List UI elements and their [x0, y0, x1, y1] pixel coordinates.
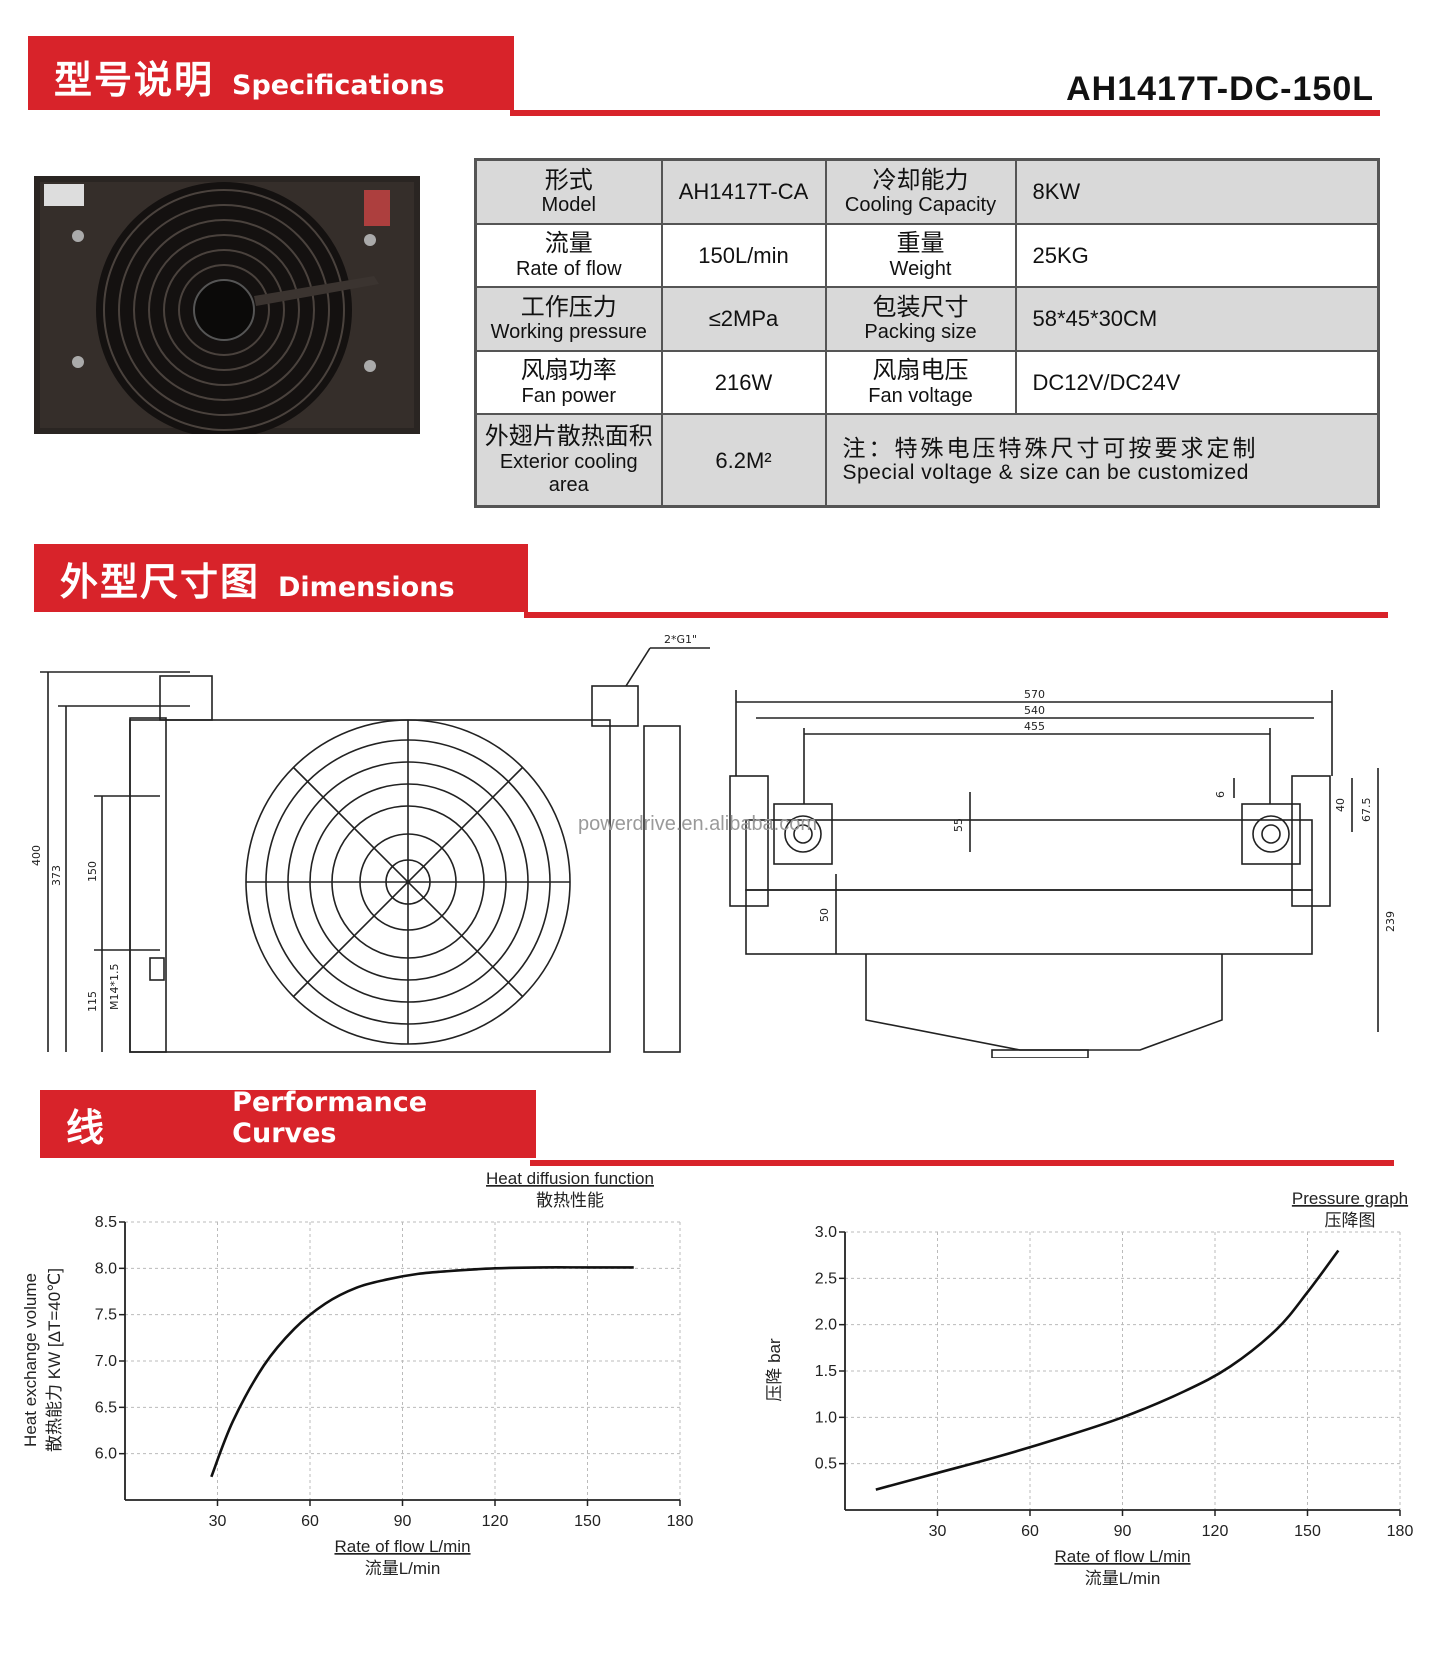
- dimensions-title-en: Dimensions: [278, 572, 455, 603]
- dim-455: 455: [1024, 720, 1045, 733]
- series-line: [210, 1266, 634, 1478]
- x-axis-label: Rate of flow L/min: [1054, 1547, 1190, 1566]
- chart-title: Pressure graph: [1292, 1189, 1408, 1208]
- spec-value: 150L/min: [660, 222, 827, 289]
- performance-section-tab: 性能曲线 Performance Curves: [40, 1051, 536, 1158]
- performance-title-zh: 性能曲线: [66, 1051, 187, 1150]
- spec-value: AH1417T-CA: [660, 158, 827, 225]
- y-tick-label: 7.5: [95, 1307, 117, 1324]
- spec-value: 58*45*30CM: [1014, 286, 1380, 352]
- dim-40: 40: [1334, 798, 1347, 812]
- x-tick-label: 120: [482, 1513, 509, 1530]
- y-tick-label: 8.5: [95, 1214, 117, 1231]
- heat-diffusion-chart: 30 60 90 120 150 180 6.0 6.5 7.0 7.5 8.0 8.5 Heat di…: [21, 1170, 694, 1578]
- spec-value: ≤2MPa: [660, 286, 827, 352]
- pressure-chart: 30 60 90 120 150 180 0.5 1.0 1.5 2.0 2.5 3.0 Pressur…: [765, 1189, 1414, 1588]
- dim-55: 55: [952, 818, 965, 832]
- spec-title-zh: 型号说明: [54, 58, 215, 102]
- performance-title-en: Performance Curves: [232, 1087, 428, 1149]
- dim-570: 570: [1024, 688, 1045, 701]
- dim-239: 239: [1384, 911, 1397, 932]
- x-axis-label: Rate of flow L/min: [334, 1537, 470, 1556]
- dim-50: 50: [818, 908, 831, 922]
- dim-540: 540: [1024, 704, 1045, 717]
- x-axis-label-zh: 流量L/min: [365, 1559, 441, 1578]
- x-tick-label: 60: [301, 1513, 319, 1530]
- dim-150: 150: [86, 861, 99, 882]
- x-tick-label: 180: [1387, 1523, 1414, 1540]
- x-tick-label: 60: [1021, 1523, 1039, 1540]
- y-tick-label: 8.0: [95, 1260, 117, 1277]
- x-tick-label: 150: [1294, 1523, 1321, 1540]
- product-photo: [34, 176, 420, 434]
- dimensions-title-zh: 外型尺寸图: [60, 560, 261, 604]
- spec-value: 25KG: [1014, 222, 1380, 289]
- x-axis-label-zh: 流量L/min: [1085, 1569, 1161, 1588]
- x-tick-label: 180: [667, 1513, 694, 1530]
- spec-header-rule: [510, 110, 1380, 116]
- spec-value: 8KW: [1014, 158, 1380, 225]
- x-tick-label: 120: [1202, 1523, 1229, 1540]
- y-tick-label: 6.5: [95, 1399, 117, 1416]
- y-tick-label: 2.5: [815, 1270, 837, 1287]
- y-tick-label: 3.0: [815, 1224, 837, 1241]
- x-tick-label: 150: [574, 1513, 601, 1530]
- model-code: AH1417T-DC-150L: [1066, 70, 1374, 108]
- dim-373: 373: [50, 865, 63, 886]
- y-axis-label-zh: 散热能力 KW [ΔT=40℃]: [45, 1268, 64, 1452]
- spec-section-tab: 型号说明 Specifications: [28, 36, 514, 110]
- x-tick-label: 90: [1114, 1523, 1132, 1540]
- chart-subtitle: 压降图: [1325, 1211, 1376, 1230]
- spec-title-en: Specifications: [232, 70, 445, 101]
- spec-value: 6.2M²: [660, 413, 827, 508]
- dim-400: 400: [30, 845, 43, 866]
- y-tick-label: 7.0: [95, 1353, 117, 1370]
- dim-thread: M14*1.5: [108, 964, 121, 1010]
- y-axis-label-en: Heat exchange volume: [21, 1273, 40, 1447]
- dim-67-5: 67.5: [1360, 798, 1373, 823]
- series-line: [875, 1249, 1340, 1491]
- x-tick-label: 30: [929, 1523, 947, 1540]
- x-tick-label: 90: [394, 1513, 412, 1530]
- chart-subtitle: 散热性能: [536, 1191, 604, 1210]
- y-axis-label-zh: 压降 bar: [765, 1338, 784, 1402]
- y-tick-label: 1.0: [815, 1409, 837, 1426]
- watermark: powerdrive.en.alibaba.com: [578, 813, 817, 835]
- dimension-drawing: 400 373 150 115 M14*1.5 2*G1" 570 540 45…: [30, 633, 1397, 1058]
- dimensions-header-rule: [524, 612, 1388, 618]
- y-tick-label: 2.0: [815, 1317, 837, 1334]
- y-tick-label: 6.0: [95, 1446, 117, 1463]
- chart-title: Heat diffusion function: [486, 1170, 654, 1188]
- dim-6: 6: [1214, 791, 1227, 798]
- y-tick-label: 1.5: [815, 1363, 837, 1380]
- x-tick-label: 30: [209, 1513, 227, 1530]
- performance-header-rule: [530, 1160, 1394, 1166]
- dimensions-section-tab: 外型尺寸图 Dimensions: [34, 544, 528, 612]
- dim-port: 2*G1": [664, 633, 697, 646]
- y-tick-label: 0.5: [815, 1456, 837, 1473]
- dim-115: 115: [86, 991, 99, 1012]
- spec-value: 216W: [660, 349, 827, 416]
- spec-value: DC12V/DC24V: [1014, 349, 1380, 416]
